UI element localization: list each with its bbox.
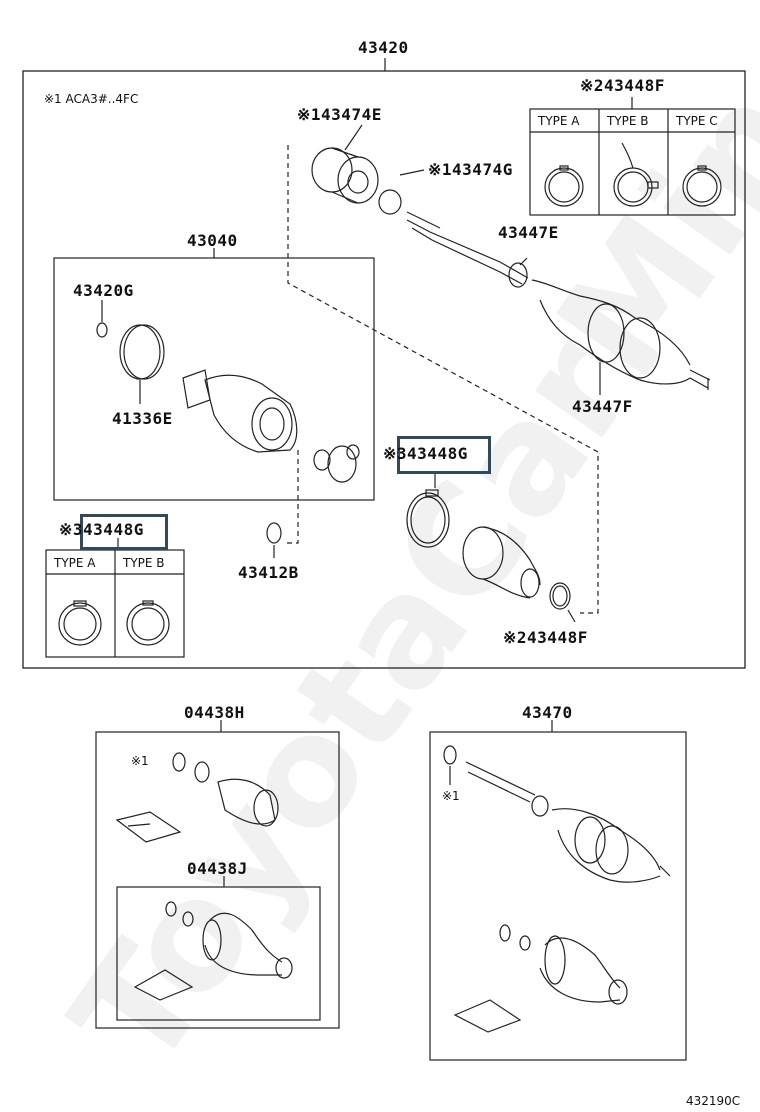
part-label-43412B[interactable]: 43412B <box>238 563 299 582</box>
inboard-boot-drawing <box>462 526 541 599</box>
type-a-header-top: TYPE A <box>538 114 580 128</box>
ring-41336E-drawing <box>119 324 165 404</box>
part-label-04438H[interactable]: 04438H <box>184 703 245 722</box>
type-c-header-top: TYPE C <box>676 114 718 128</box>
part-label-41336E[interactable]: 41336E <box>112 409 173 428</box>
clamp-43448F-drawing <box>549 582 571 610</box>
type-b-header-top: TYPE B <box>607 114 649 128</box>
type-a-header-left: TYPE A <box>54 556 96 570</box>
snapring-43412B-drawing <box>266 522 282 544</box>
part-label-04438J[interactable]: 04438J <box>187 859 248 878</box>
part-label-43420[interactable]: 43420 <box>358 38 409 57</box>
highlight-43448G-mid <box>397 436 491 474</box>
part-label-43447F[interactable]: 43447F <box>572 397 633 416</box>
part-label-43448G-left[interactable]: ※343448G <box>59 520 144 539</box>
kit-04438H-drawing <box>95 720 340 1029</box>
highlight-43448G-left <box>80 514 168 550</box>
assembly-note: ※1 ACA3#..4FC <box>44 92 139 106</box>
part-label-43040[interactable]: 43040 <box>187 231 238 250</box>
part-label-43474E[interactable]: ※143474E <box>297 105 382 124</box>
inboard-joint-drawing <box>182 369 360 483</box>
part-label-43420G[interactable]: 43420G <box>73 281 134 300</box>
ring-43420G-drawing <box>96 322 108 338</box>
assembly-43470-drawing <box>429 720 687 1061</box>
ring-43474G-drawing <box>378 189 402 215</box>
mark-1-kit: ※1 <box>131 754 149 768</box>
part-label-43448F-bottom[interactable]: ※243448F <box>503 628 588 647</box>
dashed-group-outline <box>287 145 599 614</box>
diagram-code: 432190C <box>686 1094 741 1108</box>
part-label-43448G-mid[interactable]: ※343448G <box>383 444 468 463</box>
mark-1-shaft: ※1 <box>442 789 460 803</box>
part-label-43447E[interactable]: 43447E <box>498 223 559 242</box>
kit-04438J-drawing <box>116 876 321 1021</box>
type-table-top <box>529 97 736 216</box>
outboard-shaft-drawing <box>406 211 711 395</box>
main-assembly-frame <box>22 70 746 669</box>
clamp-43448G-drawing <box>406 471 450 548</box>
boot-43474E-drawing <box>311 124 379 204</box>
part-label-43448F-top[interactable]: ※243448F <box>580 76 665 95</box>
part-label-43474G[interactable]: ※143474G <box>428 160 513 179</box>
type-table-left <box>45 538 185 658</box>
type-b-header-left: TYPE B <box>123 556 165 570</box>
part-label-43470[interactable]: 43470 <box>522 703 573 722</box>
